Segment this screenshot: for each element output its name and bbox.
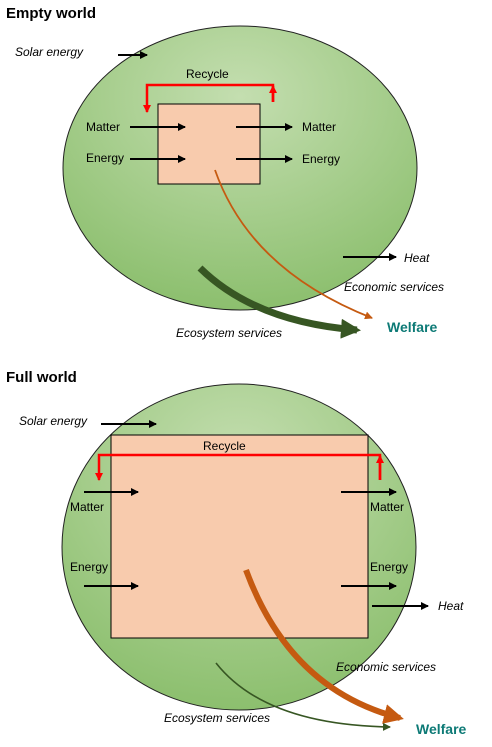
full-world-solar-energy-label: Solar energy bbox=[19, 414, 88, 428]
empty-world-energy-out-label: Energy bbox=[302, 152, 340, 166]
full-world-matter-in-label: Matter bbox=[70, 500, 104, 514]
full-world-ecosystem-services-flow bbox=[215, 662, 391, 731]
empty-world-matter-in-label: Matter bbox=[86, 120, 120, 134]
empty-world-recycle-label: Recycle bbox=[186, 67, 229, 81]
full-world-economy-box bbox=[110, 434, 369, 639]
full-world-matter-out-label: Matter bbox=[370, 500, 404, 514]
empty-world-panel: Empty world Solar energy Recycle Matter … bbox=[6, 5, 444, 340]
full-world-panel: Full world Solar energy Recycle Matter M… bbox=[6, 369, 467, 737]
empty-world-welfare-label: Welfare bbox=[387, 319, 438, 335]
full-world-energy-in-label: Energy bbox=[70, 560, 108, 574]
empty-world-economic-services-label: Economic services bbox=[344, 280, 444, 294]
full-world-heat-label: Heat bbox=[438, 599, 464, 613]
empty-world-heat-label: Heat bbox=[404, 251, 430, 265]
full-world-welfare-label: Welfare bbox=[416, 721, 467, 737]
empty-world-ecosystem-services-flow bbox=[197, 265, 361, 339]
full-world-economic-services-flow bbox=[243, 568, 404, 724]
full-world-energy-out-label: Energy bbox=[370, 560, 408, 574]
empty-world-solar-energy-label: Solar energy bbox=[15, 45, 84, 59]
empty-world-economic-services-flow bbox=[214, 169, 373, 320]
empty-world-energy-in-label: Energy bbox=[86, 151, 124, 165]
empty-world-title: Empty world bbox=[6, 5, 96, 22]
full-world-title: Full world bbox=[6, 369, 77, 386]
empty-world-ecosystem-services-label: Ecosystem services bbox=[176, 326, 282, 340]
full-world-ecosystem-services-label: Ecosystem services bbox=[164, 711, 270, 725]
empty-world-matter-out-label: Matter bbox=[302, 120, 336, 134]
empty-world-economy-box bbox=[157, 103, 261, 185]
full-world-economic-services-label: Economic services bbox=[336, 660, 436, 674]
full-world-recycle-label: Recycle bbox=[203, 439, 246, 453]
